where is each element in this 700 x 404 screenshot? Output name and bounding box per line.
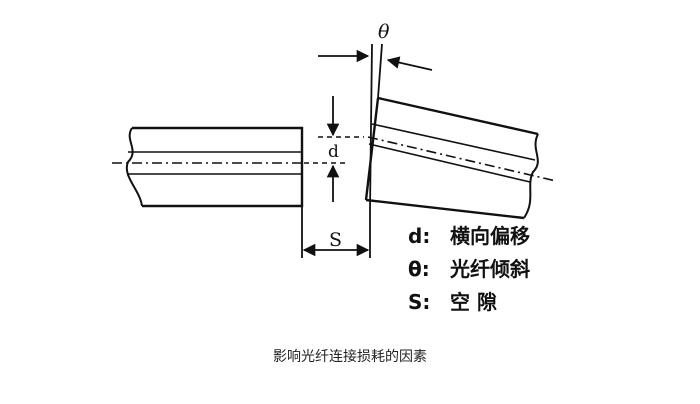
left-fiber-break-edge [125,127,143,207]
legend-text-d: 横向偏移 [450,224,530,248]
right-fiber-core-top [371,123,536,161]
legend-text-s: 空 隙 [450,290,497,314]
legend-item-gap: S: 空 隙 [408,290,497,314]
right-fiber-bottom-edge [365,198,525,220]
label-d: d [328,142,339,162]
label-theta: θ [378,21,390,43]
legend-text-theta: 光纤倾斜 [449,257,530,281]
right-fiber [364,96,539,220]
figure-caption: 影响光纤连接损耗的因素 [273,349,427,365]
legend-key-theta: θ: [408,257,430,281]
right-fiber-end-face [364,97,380,201]
legend: d: 横向偏移 θ: 光纤倾斜 S: 空 隙 [408,224,530,314]
theta-tilt-ref [377,43,383,99]
left-fiber-outline [132,126,304,208]
theta-arrow-right [386,56,433,71]
right-fiber-axis [367,136,557,182]
legend-item-offset: d: 横向偏移 [408,224,530,248]
right-fiber-core-bottom [368,143,531,183]
legend-key-d: d: [408,224,430,248]
left-fiber [125,126,304,208]
legend-item-tilt: θ: 光纤倾斜 [408,257,530,281]
theta-vertical-ref [369,43,373,211]
label-s: S [329,229,342,251]
legend-key-s: S: [408,290,430,314]
right-fiber-top-edge [377,96,539,136]
right-fiber-break-edge [523,133,539,219]
